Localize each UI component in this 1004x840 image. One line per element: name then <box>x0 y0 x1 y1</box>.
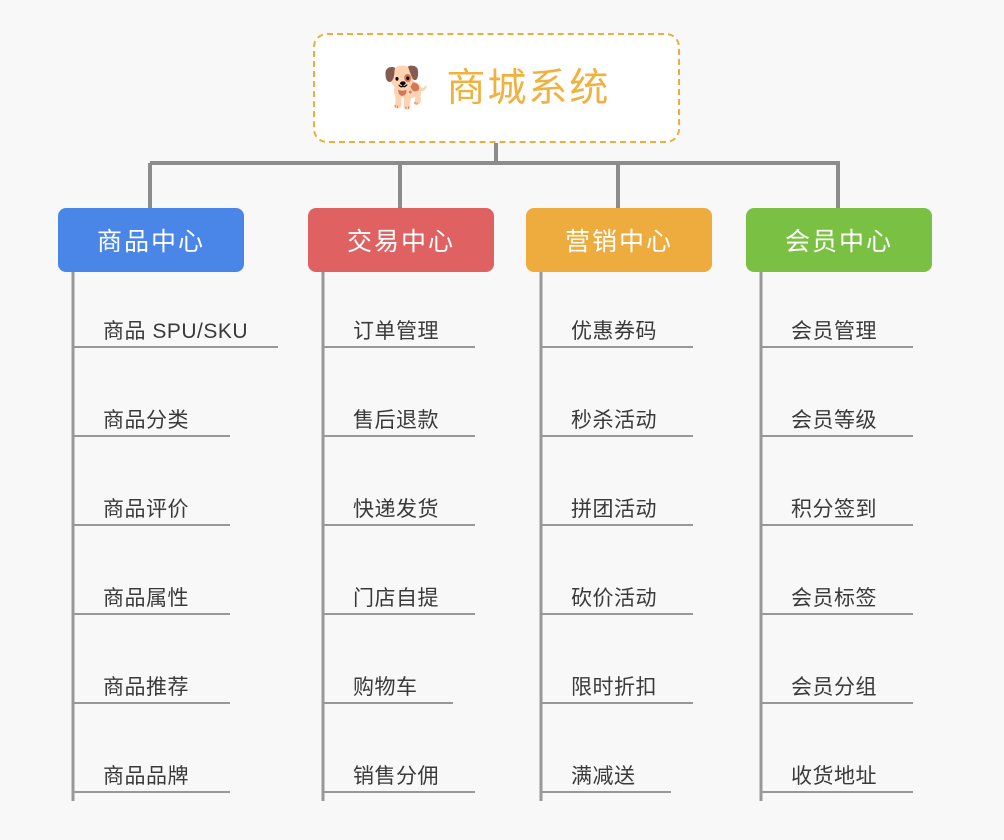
leaf-item-label: 快递发货 <box>353 497 439 521</box>
leaf-item[interactable]: 积分签到 <box>761 482 913 526</box>
leaf-item-label: 砍价活动 <box>571 586 657 610</box>
leaf-item[interactable]: 售后退款 <box>323 393 475 437</box>
leaf-item[interactable]: 商品评价 <box>73 482 230 526</box>
leaf-item-label: 销售分佣 <box>353 764 439 788</box>
leaf-item-label: 商品品牌 <box>103 764 189 788</box>
shiba-dog-face-icon: 🐕 <box>382 66 433 110</box>
category-header-label: 会员中心 <box>784 228 893 256</box>
leaf-item-label: 商品 SPU/SKU <box>103 319 249 343</box>
leaf-item[interactable]: 砍价活动 <box>541 571 693 615</box>
leaf-item[interactable]: 限时折扣 <box>541 660 693 704</box>
category-header-label: 营销中心 <box>564 228 673 256</box>
category-header-member-center[interactable]: 会员中心 <box>746 208 932 272</box>
leaf-item[interactable]: 拼团活动 <box>541 482 693 526</box>
leaf-item[interactable]: 商品属性 <box>73 571 230 615</box>
leaf-item[interactable]: 商品品牌 <box>73 749 230 793</box>
leaf-item[interactable]: 快递发货 <box>323 482 475 526</box>
leaf-item-label: 会员管理 <box>791 319 877 343</box>
leaf-item-label: 商品推荐 <box>103 675 189 699</box>
leaf-item-label: 会员标签 <box>791 586 877 610</box>
category-header-product-center[interactable]: 商品中心 <box>58 208 244 272</box>
leaf-item[interactable]: 购物车 <box>323 660 453 704</box>
category-header-label: 商品中心 <box>96 228 205 256</box>
leaf-item-label: 订单管理 <box>353 319 439 343</box>
leaf-item[interactable]: 会员分组 <box>761 660 913 704</box>
leaf-item[interactable]: 商品分类 <box>73 393 230 437</box>
leaf-item-label: 会员等级 <box>791 408 877 432</box>
leaf-item-label: 商品分类 <box>103 408 189 432</box>
leaf-item-label: 购物车 <box>353 675 418 699</box>
leaf-item[interactable]: 会员标签 <box>761 571 913 615</box>
category-header-label: 交易中心 <box>346 228 455 256</box>
leaf-item-label: 会员分组 <box>791 675 877 699</box>
leaf-item[interactable]: 满减送 <box>541 749 671 793</box>
category-header-trade-center[interactable]: 交易中心 <box>308 208 494 272</box>
leaf-item-label: 商品属性 <box>103 586 189 610</box>
leaf-item[interactable]: 会员管理 <box>761 304 913 348</box>
leaf-item[interactable]: 商品 SPU/SKU <box>73 304 278 348</box>
leaf-item[interactable]: 订单管理 <box>323 304 475 348</box>
leaf-item-label: 售后退款 <box>353 408 439 432</box>
leaf-item-label: 秒杀活动 <box>571 408 657 432</box>
leaf-item-label: 优惠券码 <box>571 319 657 343</box>
leaf-item[interactable]: 优惠券码 <box>541 304 693 348</box>
leaf-item-label: 拼团活动 <box>571 497 657 521</box>
leaf-item[interactable]: 收货地址 <box>761 749 913 793</box>
leaf-item-label: 积分签到 <box>791 497 877 521</box>
leaf-item-label: 收货地址 <box>791 764 877 788</box>
root-node-label: 商城系统 <box>446 66 611 110</box>
leaf-item-label: 门店自提 <box>353 586 439 610</box>
category-header-marketing-center[interactable]: 营销中心 <box>526 208 712 272</box>
root-node[interactable]: 🐕 商城系统 <box>313 33 680 143</box>
leaf-item[interactable]: 销售分佣 <box>323 749 475 793</box>
leaf-item-label: 商品评价 <box>103 497 189 521</box>
leaf-item[interactable]: 门店自提 <box>323 571 475 615</box>
leaf-item-label: 满减送 <box>571 764 636 788</box>
leaf-item-label: 限时折扣 <box>571 675 657 699</box>
leaf-item[interactable]: 会员等级 <box>761 393 913 437</box>
leaf-item[interactable]: 秒杀活动 <box>541 393 693 437</box>
leaf-item[interactable]: 商品推荐 <box>73 660 230 704</box>
